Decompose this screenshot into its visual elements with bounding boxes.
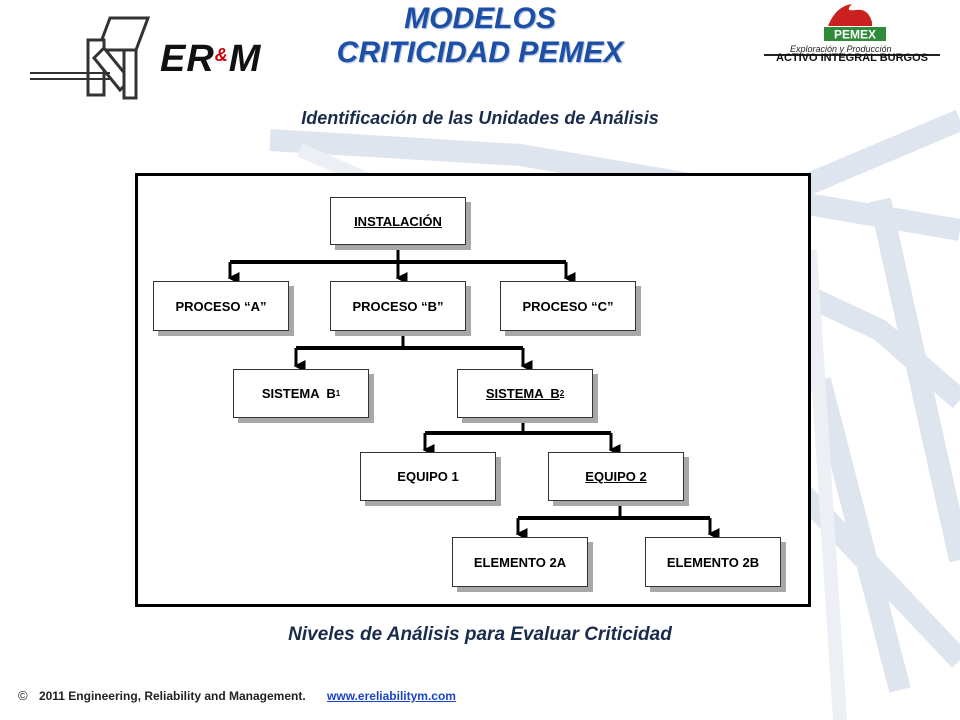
node-equipment-1: EQUIPO 1 (360, 452, 496, 501)
node-process-b: PROCESO “B” (330, 281, 466, 331)
node-equipment-1-label: EQUIPO 1 (397, 469, 459, 484)
node-equipment-2: EQUIPO 2 (548, 452, 684, 501)
erm-logo-text: ER&M (160, 38, 261, 81)
node-system-b1-label: SISTEMA B (261, 386, 336, 401)
logo-rule (30, 72, 110, 80)
node-element-2b-label: ELEMENTO 2B (666, 554, 760, 570)
footer-website-link[interactable]: www.ereliabilitym.com (327, 689, 456, 703)
node-equipment-2-label: EQUIPO 2 (585, 469, 647, 484)
erm-logo-m: M (228, 38, 262, 80)
page-title: MODELOS CRITICIDAD PEMEX (290, 2, 670, 70)
erm-logo-amp: & (214, 45, 229, 65)
footer: © 2011 Engineering, Reliability and Mana… (18, 688, 456, 703)
node-process-a: PROCESO “A” (153, 281, 289, 331)
node-process-c: PROCESO “C” (500, 281, 636, 331)
title-line-2: CRITICIDAD PEMEX (336, 36, 624, 69)
footer-text: 2011 Engineering, Reliability and Manage… (38, 689, 306, 703)
node-system-b2-label: SISTEMA B (485, 386, 560, 401)
erm-logo-er: ER (160, 38, 215, 80)
section-subtitle: Identificación de las Unidades de Anális… (301, 108, 659, 128)
node-process-a-label: PROCESO “A” (175, 298, 267, 314)
pemex-logo-icon: PEMEX (824, 4, 886, 42)
pemex-logo-wordmark: PEMEX (834, 28, 876, 42)
pemex-unit: ACTIVO INTEGRAL BURGOS (776, 52, 928, 64)
node-process-b-label: PROCESO “B” (352, 298, 444, 314)
diagram-caption: Niveles de Análisis para Evaluar Critici… (288, 624, 672, 645)
node-system-b2-sub: 2 (559, 389, 565, 398)
node-system-b1-sub: 1 (335, 389, 341, 398)
node-element-2a-label: ELEMENTO 2A (473, 554, 567, 570)
node-process-c-label: PROCESO “C” (522, 298, 614, 314)
node-element-2a: ELEMENTO 2A (452, 537, 588, 587)
erm-logo-icon (86, 16, 151, 100)
node-installation-label: INSTALACIÓN (354, 213, 442, 229)
node-element-2b: ELEMENTO 2B (645, 537, 781, 587)
node-installation: INSTALACIÓN (330, 197, 466, 245)
title-line-1: MODELOS (404, 2, 556, 35)
pemex-rule (764, 54, 940, 56)
pemex-subtitle: Exploración y Producción (790, 44, 892, 54)
copyright-icon: © (18, 688, 28, 703)
